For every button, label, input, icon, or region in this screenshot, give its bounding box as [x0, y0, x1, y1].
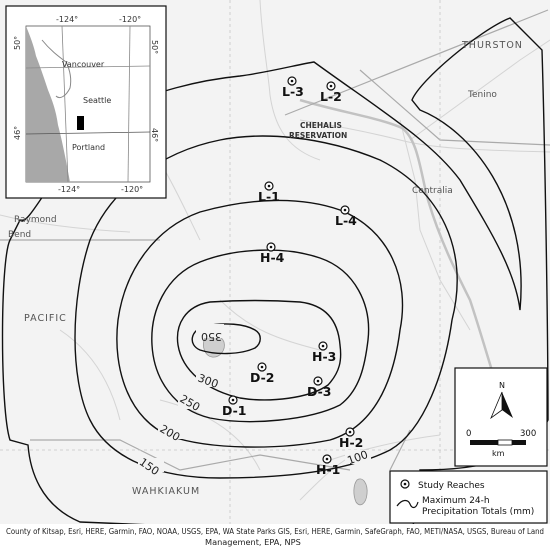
study-reach-label-h-4: H-4 [260, 250, 285, 265]
inset-label-portland: Portland [72, 143, 105, 152]
contour-100 [1, 17, 549, 532]
inset-lon-top-2: -120° [119, 15, 141, 24]
study-reach-label-h-2: H-2 [339, 435, 363, 450]
label-bend: Bend [8, 230, 31, 240]
contour-label-350: 350 [201, 330, 222, 343]
attribution-background [0, 524, 550, 548]
legend-precip-line2: Precipitation Totals (mm) [422, 507, 534, 517]
study-reach-marker-dot [260, 365, 264, 369]
attribution-line-2: Management, EPA, NPS [205, 537, 301, 547]
attribution-line-1: County of Kitsap, Esri, HERE, Garmin, FA… [6, 526, 544, 536]
study-reach-marker-dot [348, 430, 352, 434]
inset-lon-bot-2: -120° [121, 185, 143, 194]
study-reach-marker-dot [325, 457, 329, 461]
label-chehalis-reservation-2: RESERVATION [289, 131, 347, 140]
legend-precip-line1: Maximum 24-h [422, 496, 490, 506]
study-reach-marker-dot [343, 208, 347, 212]
basemap-roads [0, 0, 550, 501]
study-reach-label-d-2: D-2 [250, 370, 275, 385]
legend-study-reaches-label: Study Reaches [418, 481, 485, 491]
scale-unit-label: km [492, 449, 505, 458]
inset-lat-left-1: 50° [13, 36, 22, 50]
study-reach-label-l-2: L-2 [320, 89, 342, 104]
study-reach-marker-dot [321, 344, 325, 348]
study-reach-label-d-1: D-1 [222, 403, 247, 418]
study-reach-marker-dot [329, 84, 333, 88]
study-reach-label-h-1: H-1 [316, 462, 340, 477]
inset-land-inlet [41, 39, 72, 99]
scale-bar-white [497, 439, 513, 446]
place-labels: THURSTON Tenino CHEHALIS RESERVATION Cen… [8, 40, 523, 497]
scale-bar-black-1 [470, 440, 498, 445]
scale-start-label: 0 [466, 429, 471, 439]
study-reach-label-h-3: H-3 [312, 349, 336, 364]
label-raymond: Raymond [14, 215, 57, 225]
inset-label-vancouver: Vancouver [62, 60, 105, 69]
study-reach-label-d-3: D-3 [307, 384, 332, 399]
inset-lat-left-2: 46° [13, 126, 22, 140]
study-reach-marker-dot [267, 184, 271, 188]
legend-contour-line-icon [396, 499, 419, 509]
contour-250 [151, 249, 370, 423]
legend-box: Study Reaches Maximum 24-h Precipitation… [389, 470, 548, 524]
contour-labels: 100 150 200 250 300 350 [137, 324, 371, 478]
inset-lon-top-1: -124° [56, 15, 78, 24]
scale-bar-black-2 [512, 440, 526, 445]
basemap-highways [299, 98, 497, 381]
study-reaches: L-3 L-2L-1L-4H-4H-3D-2D-3D-1H-2H-1 [222, 76, 363, 477]
label-wahkiakum: WAHKIAKUM [132, 486, 200, 497]
inset-ocean [26, 26, 70, 182]
study-reach-label-l-3: L-3 [282, 84, 304, 99]
study-reach-marker-dot [290, 79, 294, 83]
scale-end-label: 300 [520, 429, 536, 439]
study-reach-marker-dot [231, 398, 235, 402]
inset-map: -124° -120° -124° -120° 50° 46° 50° 46° … [5, 5, 167, 199]
study-reach-label-l-4: L-4 [335, 213, 357, 228]
north-scale-box: N 0 300 km [454, 367, 548, 467]
label-centralia: Centralia [412, 186, 453, 196]
inset-lon-bot-1: -124° [58, 185, 80, 194]
study-reach-label-l-1: L-1 [258, 189, 280, 204]
inset-label-seattle: Seattle [83, 96, 111, 105]
inset-lat-right-1: 50° [150, 40, 159, 54]
inset-study-area-marker [77, 116, 84, 130]
north-label: N [499, 381, 505, 390]
label-tenino: Tenino [467, 90, 497, 100]
label-pacific: PACIFIC [24, 313, 67, 324]
label-chehalis-reservation-1: CHEHALIS [300, 121, 342, 130]
contour-200 [116, 199, 404, 448]
inset-lat-right-2: 46° [150, 128, 159, 142]
contour-300 [176, 299, 342, 401]
label-thurston: THURSTON [461, 40, 523, 51]
study-reach-marker-dot [316, 379, 320, 383]
study-reach-marker-dot [269, 245, 273, 249]
